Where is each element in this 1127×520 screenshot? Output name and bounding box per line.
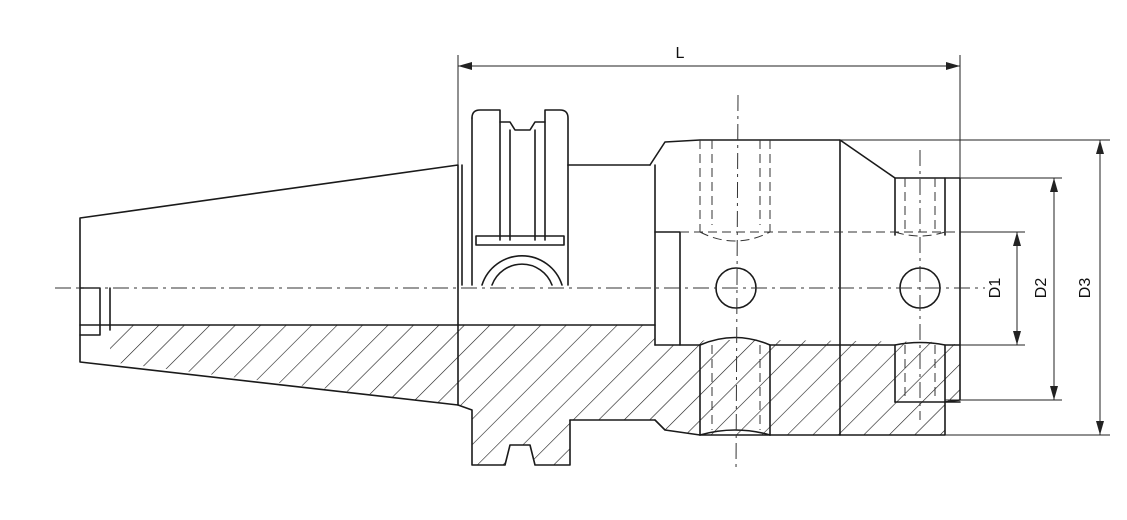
neck xyxy=(567,164,656,421)
hidden-lines xyxy=(680,140,960,430)
dimension-D2: D2 xyxy=(945,177,1062,401)
dimension-label-D2: D2 xyxy=(1033,278,1050,299)
dimension-D3: D3 xyxy=(840,139,1110,436)
dimension-label-L: L xyxy=(676,45,685,62)
section-hatching xyxy=(110,325,960,465)
dimension-label-D3: D3 xyxy=(1077,278,1094,299)
dimension-D1: D1 xyxy=(960,231,1025,346)
centre-lines xyxy=(55,94,985,471)
dimension-label-D1: D1 xyxy=(987,278,1004,299)
body xyxy=(649,139,961,436)
dimension-L: L xyxy=(457,45,961,178)
flange xyxy=(457,109,571,466)
